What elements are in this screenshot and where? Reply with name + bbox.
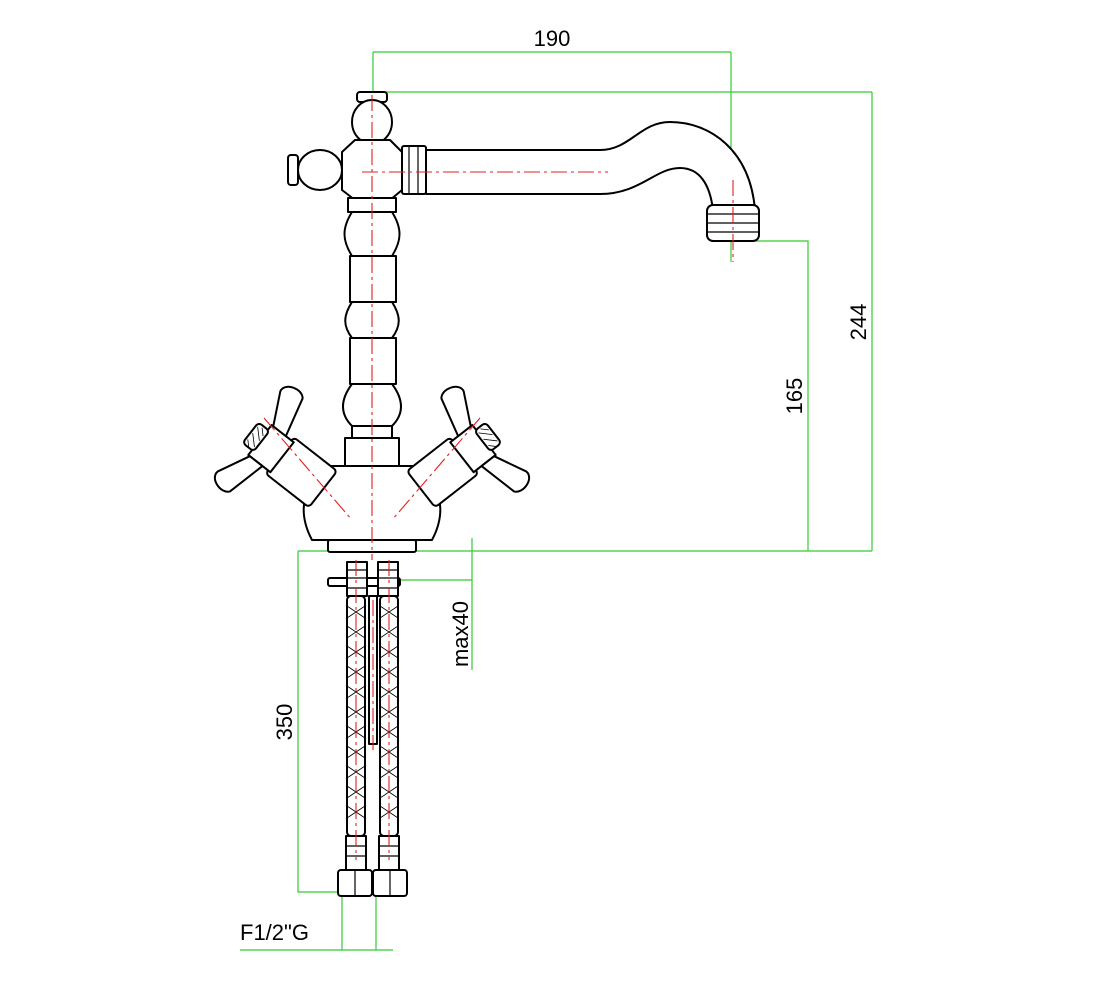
dimension-labels: 190 244 165 max40 350 F1/2"G xyxy=(240,26,871,945)
dim-spout-height-line xyxy=(755,240,809,551)
right-cross-lever-upper xyxy=(440,385,472,438)
right-handle xyxy=(407,385,531,507)
dim-deck-thickness-line xyxy=(401,538,473,670)
right-hose-nut-top xyxy=(377,561,399,597)
left-hose-nut-top xyxy=(346,561,368,597)
right-cross-lever-lower xyxy=(480,455,531,493)
label-spout-height: 165 xyxy=(782,378,807,415)
label-connection-thread: F1/2"G xyxy=(240,920,309,945)
mounting-assembly xyxy=(327,561,408,897)
center-lines xyxy=(263,95,734,860)
side-finial-cap xyxy=(287,154,299,186)
dim-thread-line xyxy=(240,895,393,951)
left-cross-lever-lower xyxy=(213,455,264,493)
column-segment-2 xyxy=(349,337,397,385)
label-spout-reach: 190 xyxy=(534,26,571,51)
label-total-height: 244 xyxy=(846,304,871,341)
dim-total-height-line xyxy=(373,91,873,551)
spout-collar xyxy=(401,145,427,195)
spout xyxy=(401,121,760,242)
dim-hose-length-line xyxy=(297,551,340,893)
left-cross-lever-upper xyxy=(272,385,304,438)
side-finial xyxy=(297,149,343,191)
right-index-cap xyxy=(475,422,501,451)
column-segment-1 xyxy=(349,255,397,303)
left-handle xyxy=(213,385,337,507)
label-hose-length: 350 xyxy=(272,704,297,741)
label-max-deck-thickness: max40 xyxy=(448,601,473,667)
spout-pipe xyxy=(425,121,756,211)
